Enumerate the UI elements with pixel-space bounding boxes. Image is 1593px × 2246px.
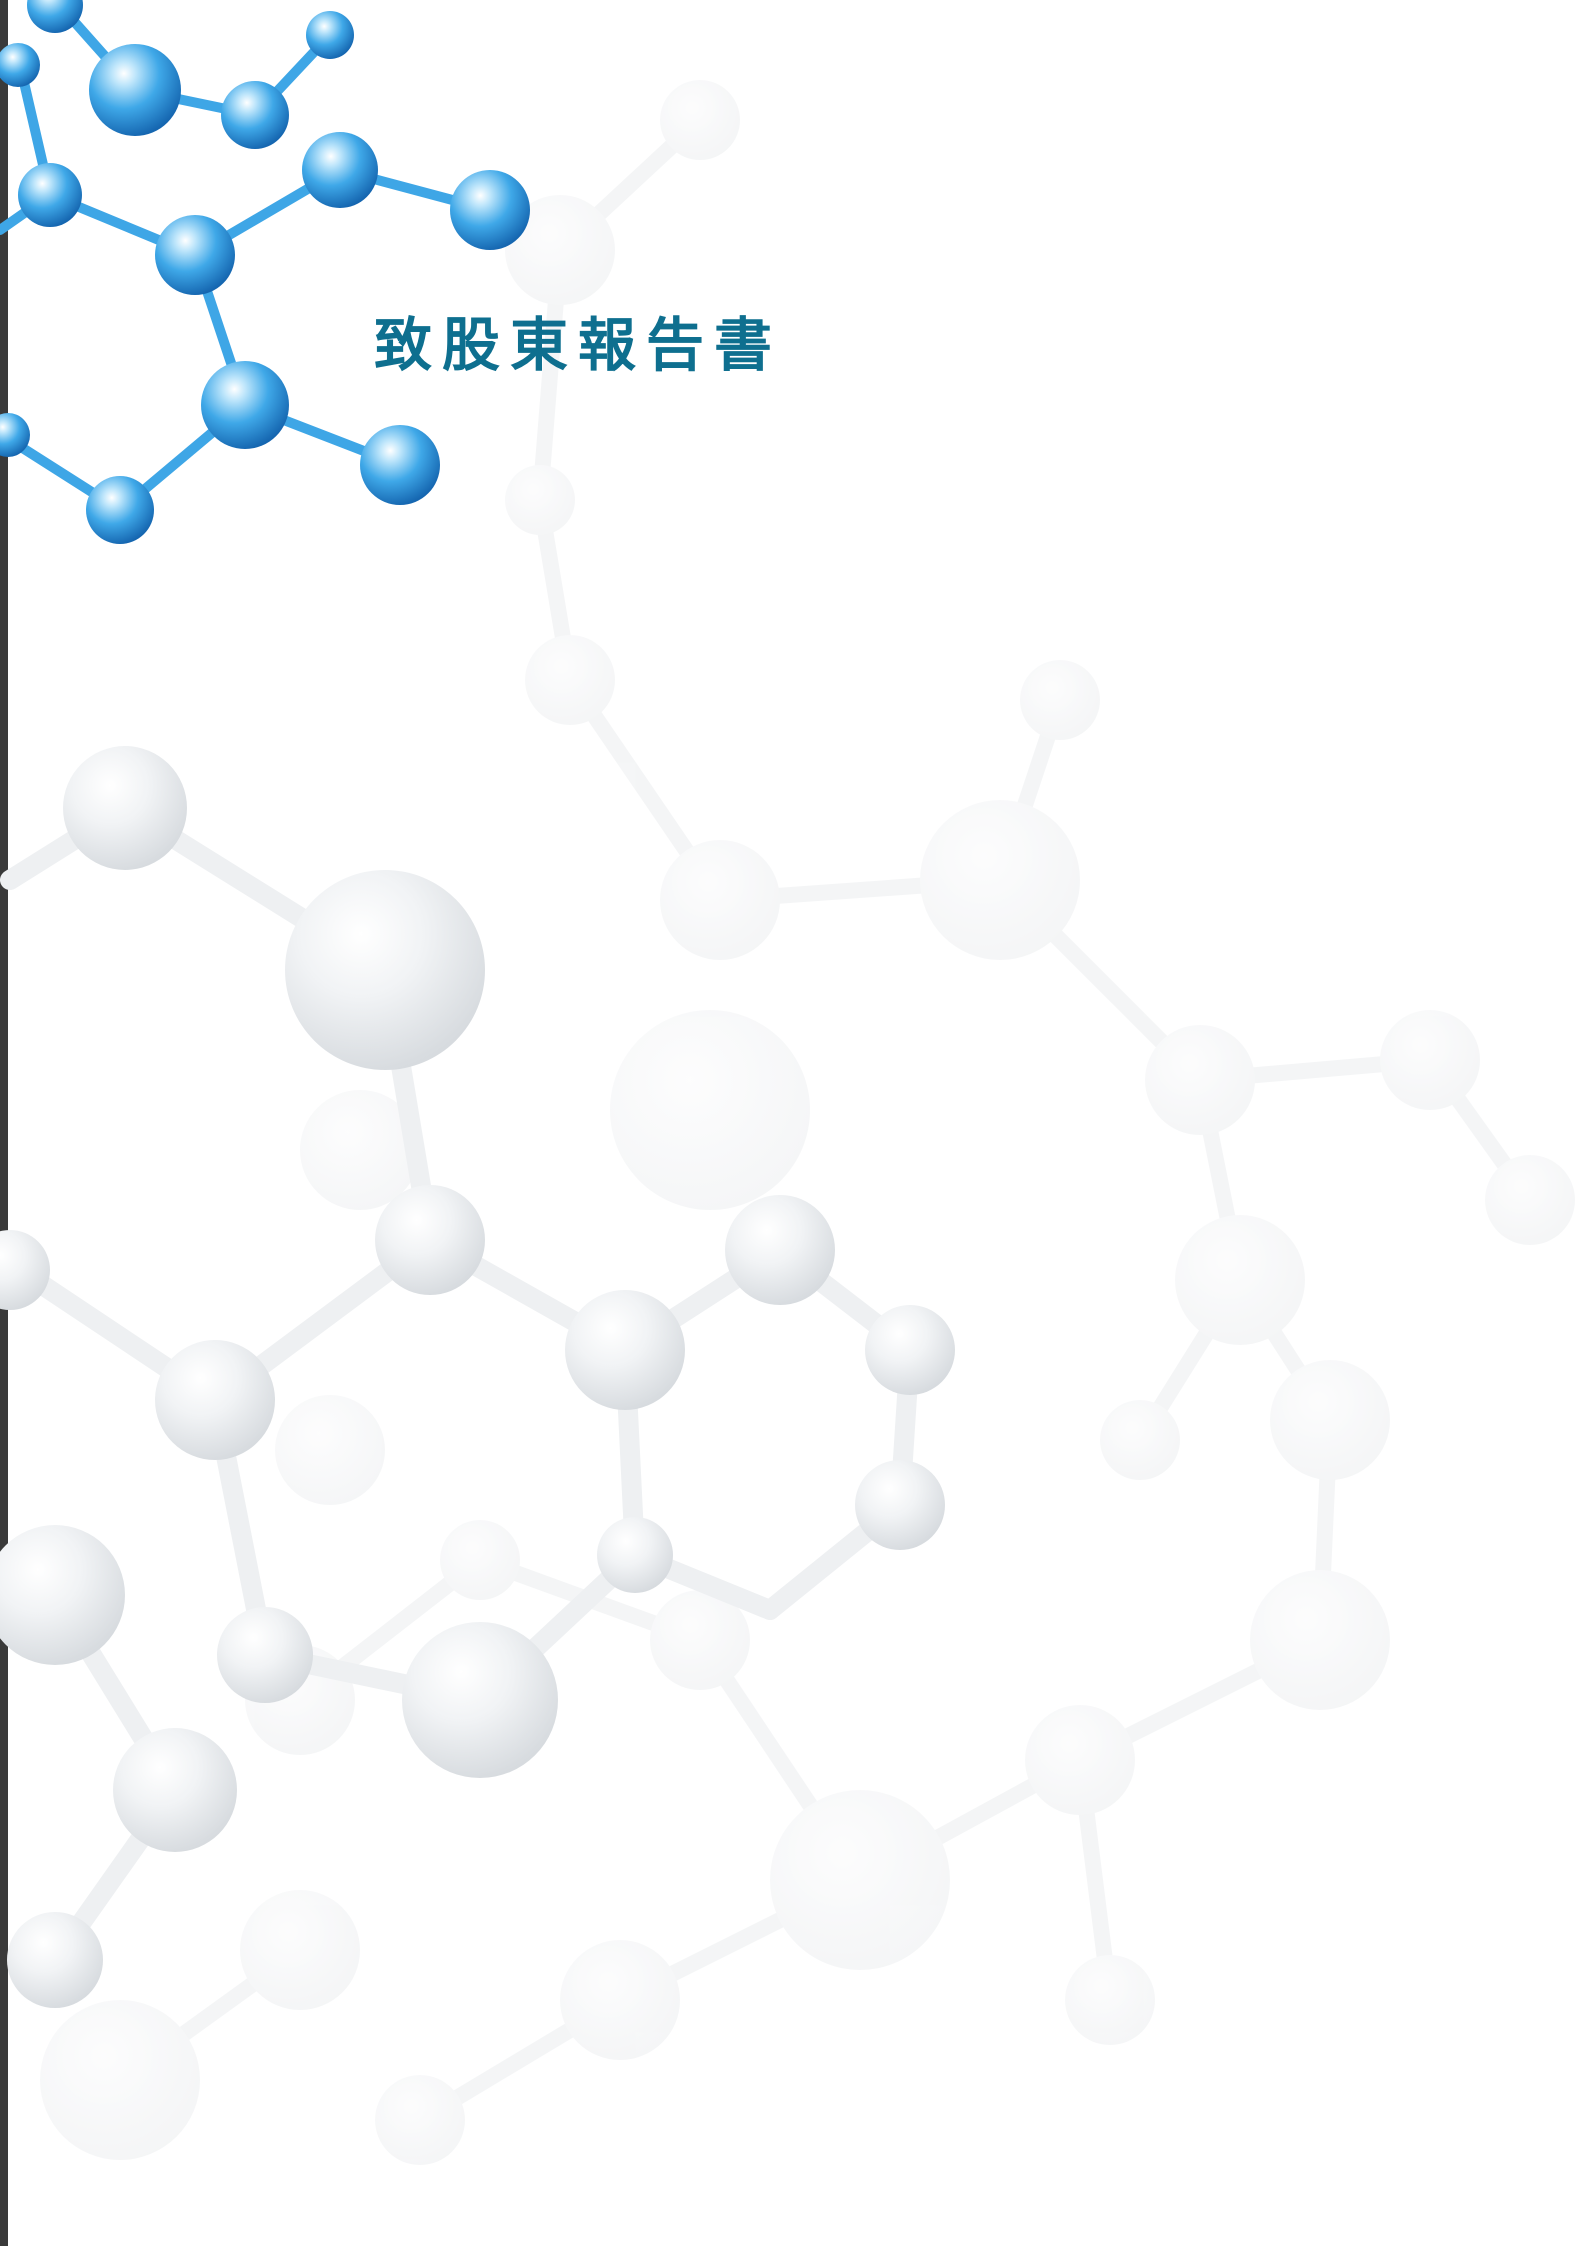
binding-spine <box>0 0 8 2246</box>
grey-molecule <box>0 746 955 2008</box>
blue-molecule <box>0 0 530 544</box>
faint-molecule-layer <box>40 80 1575 2165</box>
page-title: 致股東報告書 <box>374 311 783 379</box>
